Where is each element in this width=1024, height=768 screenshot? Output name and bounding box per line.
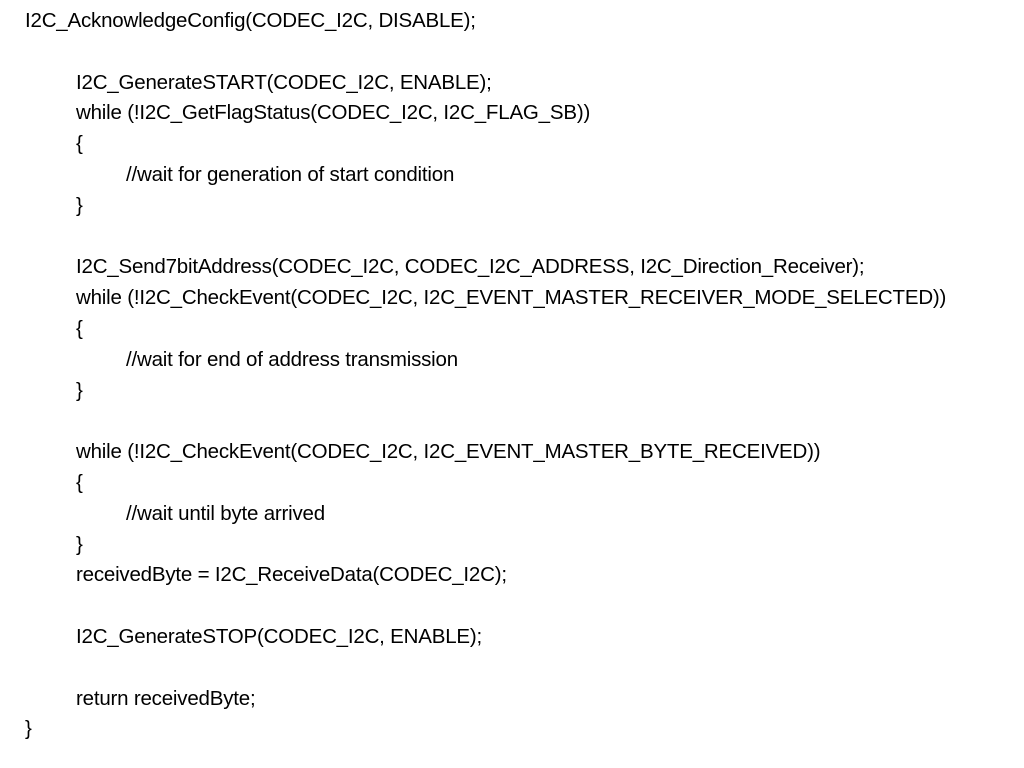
code-line: while (!I2C_GetFlagStatus(CODEC_I2C, I2C… — [76, 101, 591, 125]
code-line: //wait for end of address transmission — [126, 347, 458, 371]
code-line: } — [25, 717, 32, 741]
code-line: I2C_AcknowledgeConfig(CODEC_I2C, DISABLE… — [25, 9, 476, 32]
code-line — [25, 653, 1015, 684]
code-line — [25, 406, 1015, 437]
code-line: I2C_GenerateSTOP(CODEC_I2C, ENABLE); — [76, 624, 482, 648]
code-line: while (!I2C_CheckEvent(CODEC_I2C, I2C_EV… — [76, 440, 821, 464]
code-line: } — [76, 193, 83, 217]
code-line: //wait until byte arrived — [126, 501, 325, 525]
code-line: { — [76, 470, 83, 494]
code-line: } — [76, 378, 83, 402]
code-line: //wait for generation of start condition — [126, 162, 455, 186]
code-line: { — [76, 316, 83, 340]
code-line: receivedByte = I2C_ReceiveData(CODEC_I2C… — [76, 563, 507, 587]
code-block: I2C_AcknowledgeConfig(CODEC_I2C, DISABLE… — [25, 6, 1015, 745]
code-line: while (!I2C_CheckEvent(CODEC_I2C, I2C_EV… — [76, 286, 947, 310]
code-line: I2C_Send7bitAddress(CODEC_I2C, CODEC_I2C… — [76, 255, 865, 279]
code-line — [25, 37, 1015, 68]
code-line: return receivedByte; — [76, 686, 256, 710]
code-line — [25, 222, 1015, 253]
code-line — [25, 591, 1015, 622]
code-line: } — [76, 532, 83, 556]
code-line: I2C_GenerateSTART(CODEC_I2C, ENABLE); — [76, 70, 492, 94]
code-line: { — [76, 132, 83, 156]
